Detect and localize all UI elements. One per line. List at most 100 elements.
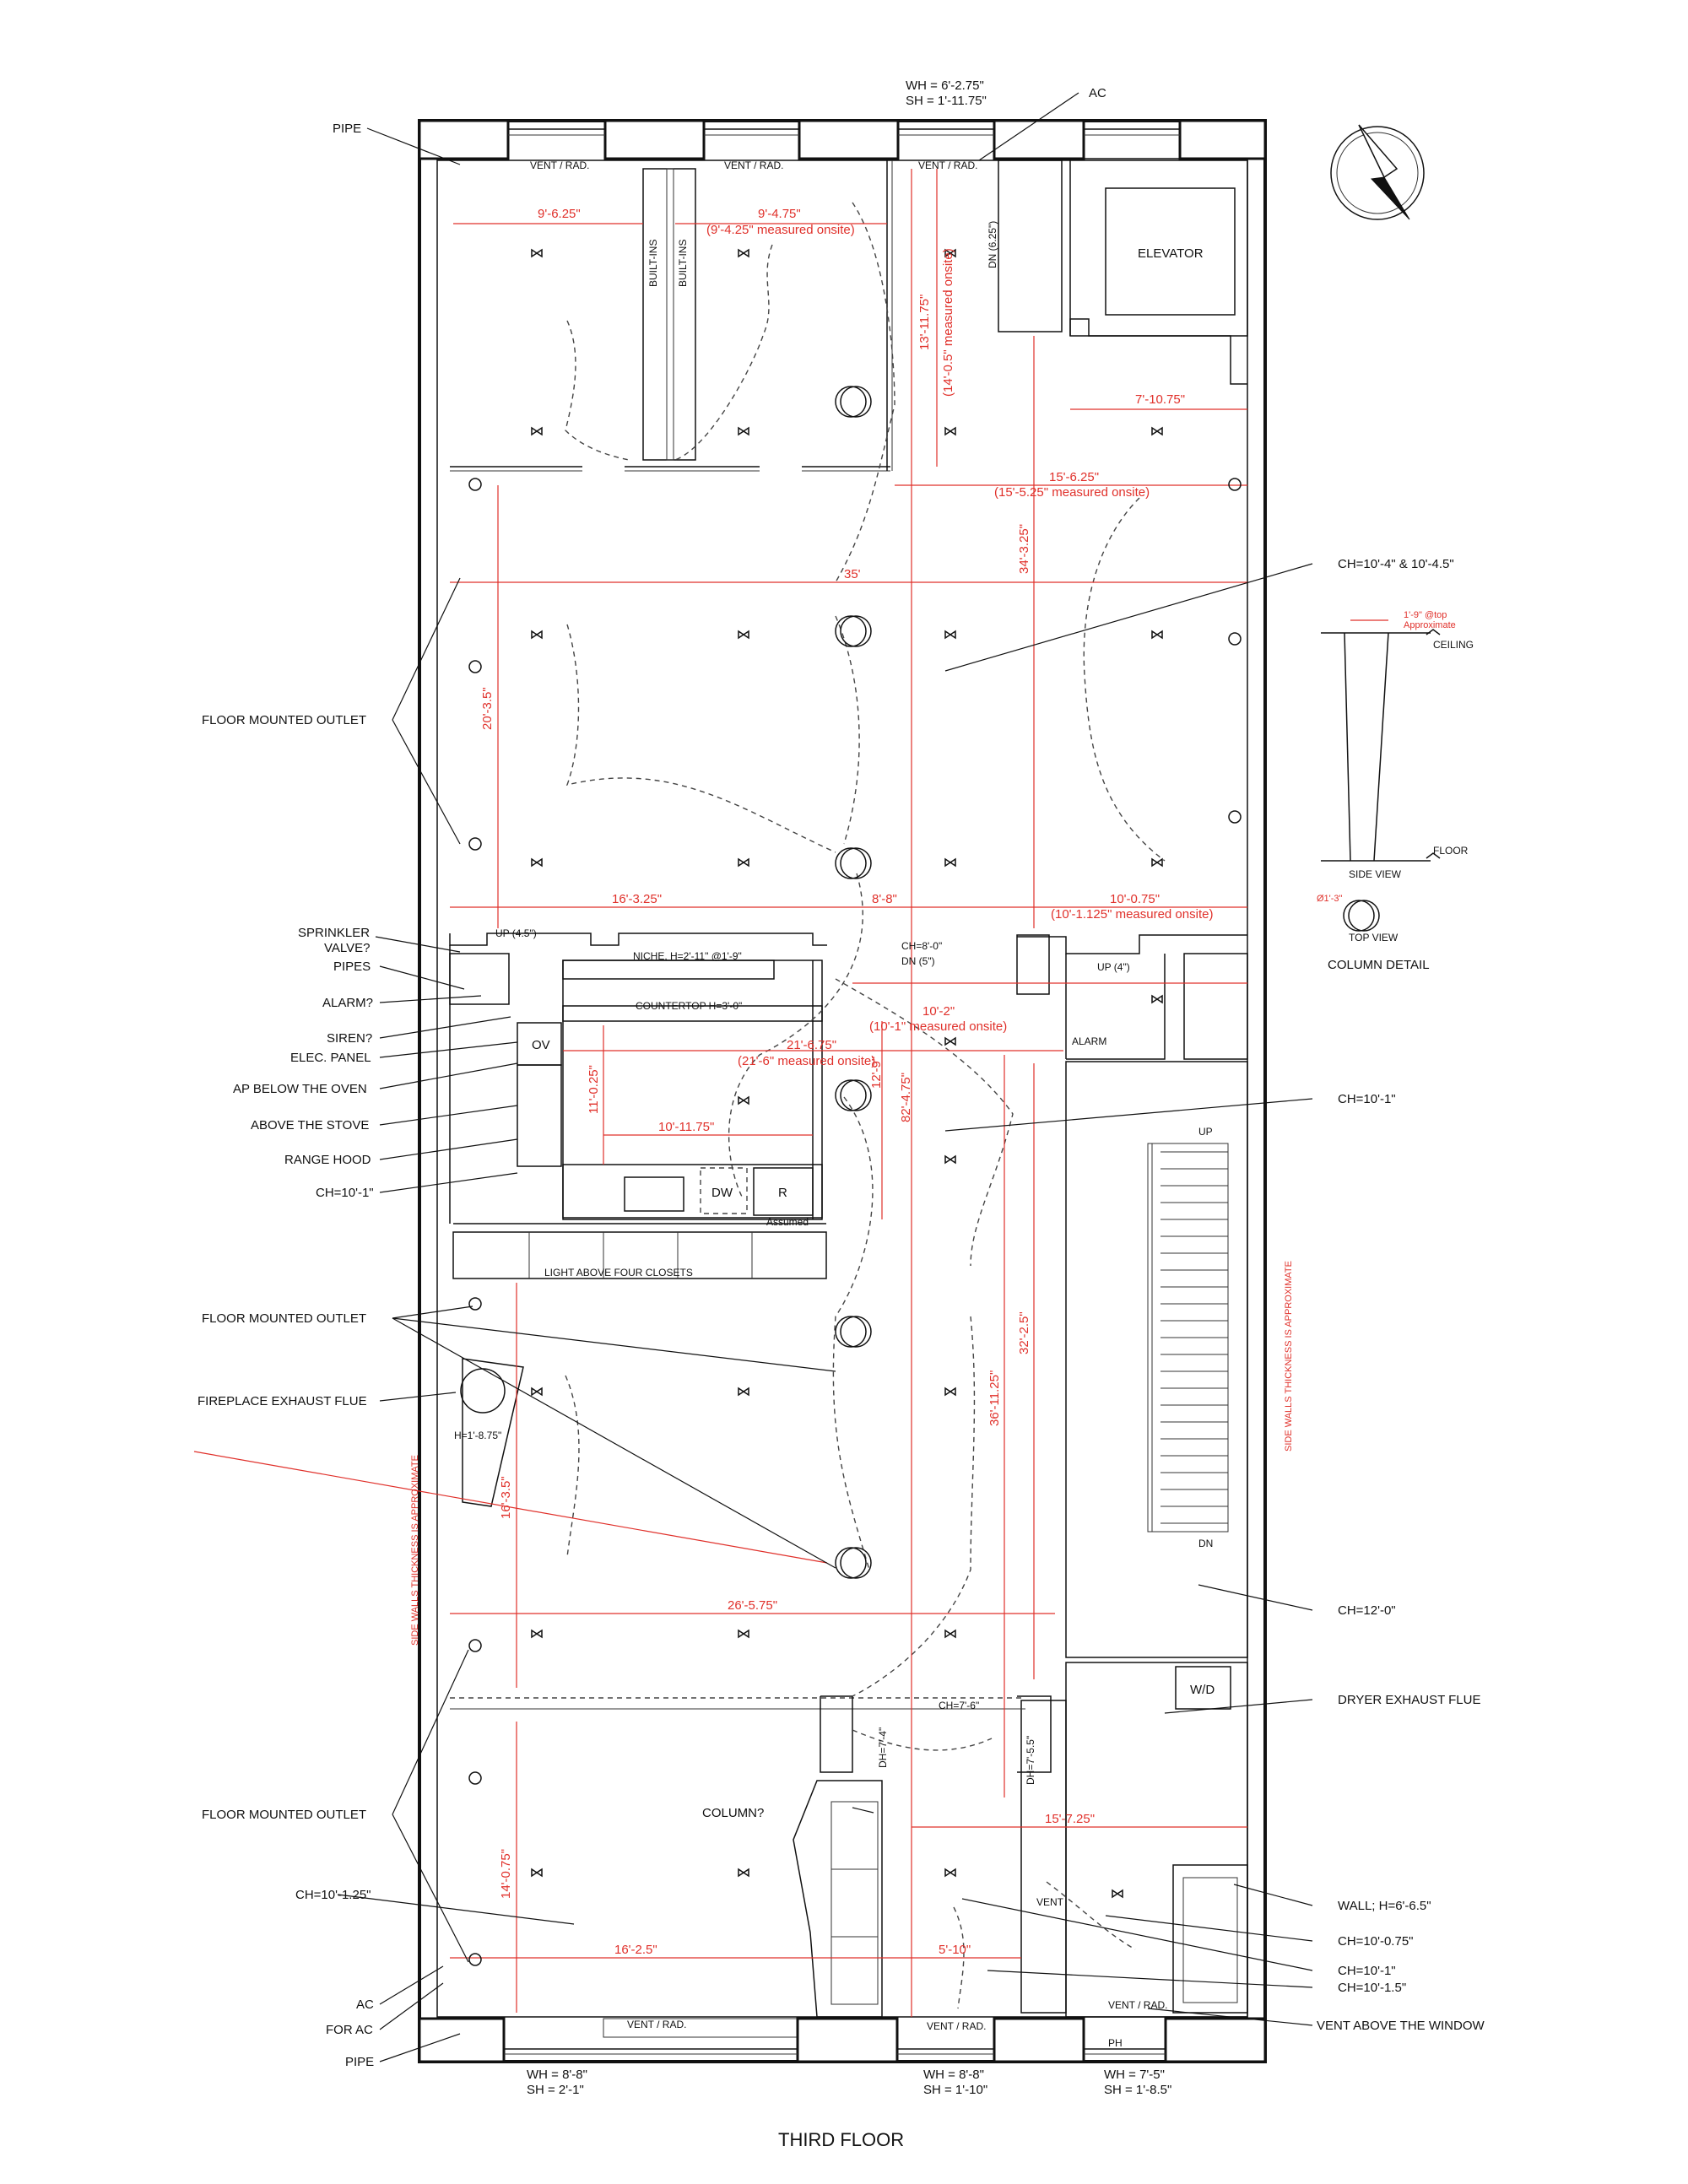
label-siren: SIREN?: [327, 1031, 372, 1046]
label-ch-front: CH=10'-1.25": [295, 1888, 371, 1902]
dimension-label: 16'-3.5": [499, 1476, 513, 1519]
ceiling-light-icon: [944, 630, 956, 640]
floor-outlet-icon: [468, 478, 482, 491]
column-icon: [835, 1079, 872, 1111]
label-ch-bath-2: CH=10'-1": [1338, 1964, 1396, 1978]
label-dryer-flue: DRYER EXHAUST FLUE: [1338, 1693, 1481, 1707]
interior-walls: [449, 158, 1248, 2018]
dimension-label: 16'-2.5": [614, 1943, 657, 1957]
ceiling-light-icon: [738, 1095, 749, 1106]
column-detail-title: COLUMN DETAIL: [1328, 958, 1430, 972]
floor-outlet-icon: [468, 660, 482, 673]
label-ac: AC: [356, 1997, 374, 2012]
ceiling-light-icon: [944, 1036, 956, 1046]
label-vent-above-window: VENT ABOVE THE WINDOW: [1317, 2019, 1485, 2033]
assumed-label: Assumed: [766, 1216, 809, 1228]
ceiling-light-icon: [944, 248, 956, 258]
ceiling-light-icon: [738, 630, 749, 640]
vent-rad-label: VENT / RAD.: [927, 2020, 986, 2032]
column-icon: [835, 847, 872, 879]
elevator-label: ELEVATOR: [1138, 246, 1204, 261]
ceiling-light-icon: [531, 426, 543, 436]
sill-height-bottom-left: SH = 2'-1": [527, 2083, 584, 2097]
vent-rad-label: VENT / RAD.: [918, 159, 977, 171]
dimension-label: 10'-0.75": [1110, 892, 1160, 906]
dimension-label: 26'-5.75": [728, 1598, 777, 1613]
ceiling-light-icon: [1151, 426, 1163, 436]
label-floor-outlet-2: FLOOR MOUNTED OUTLET: [202, 1311, 366, 1326]
alarm-label: ALARM: [1072, 1035, 1106, 1047]
ceiling-light-icon: [531, 857, 543, 868]
dimension-label: 8'-8": [872, 892, 897, 906]
label-ch-hall: CH=10'-1": [1338, 1092, 1396, 1106]
dimension-label: 36'-11.25": [987, 1370, 1002, 1426]
dishwasher-label: DW: [711, 1186, 733, 1200]
ceiling-light-icon: [1112, 1889, 1123, 1899]
countertop-label: COUNTERTOP H=3'-0": [636, 1000, 742, 1012]
column-icon: [835, 1547, 872, 1579]
floor-outlet-icon: [468, 1639, 482, 1652]
drawing-title: THIRD FLOOR: [778, 2129, 904, 2150]
vent-rad-label: VENT / RAD.: [530, 159, 589, 171]
label-range-hood: RANGE HOOD: [284, 1153, 371, 1167]
ceiling-light-icon: [738, 1868, 749, 1878]
ceiling-light-icon: [531, 630, 543, 640]
ceiling-light-icon: [944, 857, 956, 868]
leader-lines: [337, 92, 1313, 2062]
label-ch-kitchen: CH=10'-1": [316, 1186, 374, 1200]
sill-height-top: SH = 1'-11.75": [906, 94, 987, 108]
dimension-label: 21'-6.75": [787, 1038, 836, 1052]
dimension-label: 34'-3.25": [1017, 524, 1031, 574]
window-height-bottom-right: WH = 7'-5": [1104, 2068, 1165, 2082]
label-ch-bath-3: CH=10'-1.5": [1338, 1981, 1406, 1995]
label-floor-outlet-1: FLOOR MOUNTED OUTLET: [202, 713, 366, 727]
dimension-label: 20'-3.5": [480, 687, 495, 730]
side-view-label: SIDE VIEW: [1349, 868, 1402, 880]
label-above-stove: ABOVE THE STOVE: [251, 1118, 369, 1133]
oven-label: OV: [532, 1038, 550, 1052]
ceiling-light-icon: [944, 1629, 956, 1639]
dn-label: DN (6.25"): [987, 221, 998, 268]
label-sprinkler-2: VALVE?: [324, 941, 370, 955]
label-pipe-top: PIPE: [333, 122, 361, 136]
sill-height-bottom-right: SH = 1'-8.5": [1104, 2083, 1171, 2097]
label-elec-panel: ELEC. PANEL: [290, 1051, 371, 1065]
ceiling-light-icon: [1151, 630, 1163, 640]
ch-76-label: CH=7'-6": [939, 1700, 979, 1711]
column-icon: [835, 615, 872, 647]
ceiling-light-icon: [944, 426, 956, 436]
fireplace-height-label: H=1'-8.75": [454, 1430, 501, 1441]
dimension-label: 15'-7.25": [1045, 1812, 1095, 1826]
up-label-2: UP (4"): [1097, 961, 1130, 973]
dimension-lines: [193, 169, 1247, 2017]
label-ch-main: CH=10'-4" & 10'-4.5": [1338, 557, 1454, 571]
dimension-label: 16'-3.25": [612, 892, 662, 906]
dimension-label: 10'-2": [922, 1004, 955, 1019]
ceiling-light-icon: [531, 1868, 543, 1878]
vent-rad-label: VENT / RAD.: [627, 2019, 686, 2030]
dimension-label: 15'-6.25": [1049, 470, 1099, 484]
stair-treads: [1151, 1143, 1228, 1532]
sill-height-bottom-mid: SH = 1'-10": [923, 2083, 987, 2097]
floor-outlet-icon: [468, 1771, 482, 1785]
floor-outlet-icon: [468, 837, 482, 851]
floor-outlet-icon: [468, 1297, 482, 1311]
ceiling-light-icon: [531, 1387, 543, 1397]
dimension-label: (10'-1.125" measured onsite): [1051, 907, 1213, 922]
dimension-label: 12'-9": [869, 1057, 884, 1089]
column-icon: [835, 1316, 872, 1348]
door-height-label-2: DH=7'-5.5": [1025, 1736, 1036, 1785]
dimension-label: 14'-0.75": [499, 1849, 513, 1899]
ceiling-light-icon: [1151, 994, 1163, 1004]
column-icon: [835, 386, 872, 418]
column-detail-drawing: [1321, 619, 1441, 932]
label-ch-bath-1: CH=10'-0.75": [1338, 1934, 1414, 1949]
floor-outlet-icon: [1228, 810, 1242, 824]
ceiling-light-icon: [944, 1154, 956, 1165]
ceiling-light-icon: [531, 248, 543, 258]
ceiling-light-icon: [944, 1868, 956, 1878]
dimension-label: 9'-4.75": [758, 207, 801, 221]
dimension-label: (10'-1" measured onsite): [869, 1019, 1007, 1034]
floor-outlet-icon: [468, 1953, 482, 1966]
